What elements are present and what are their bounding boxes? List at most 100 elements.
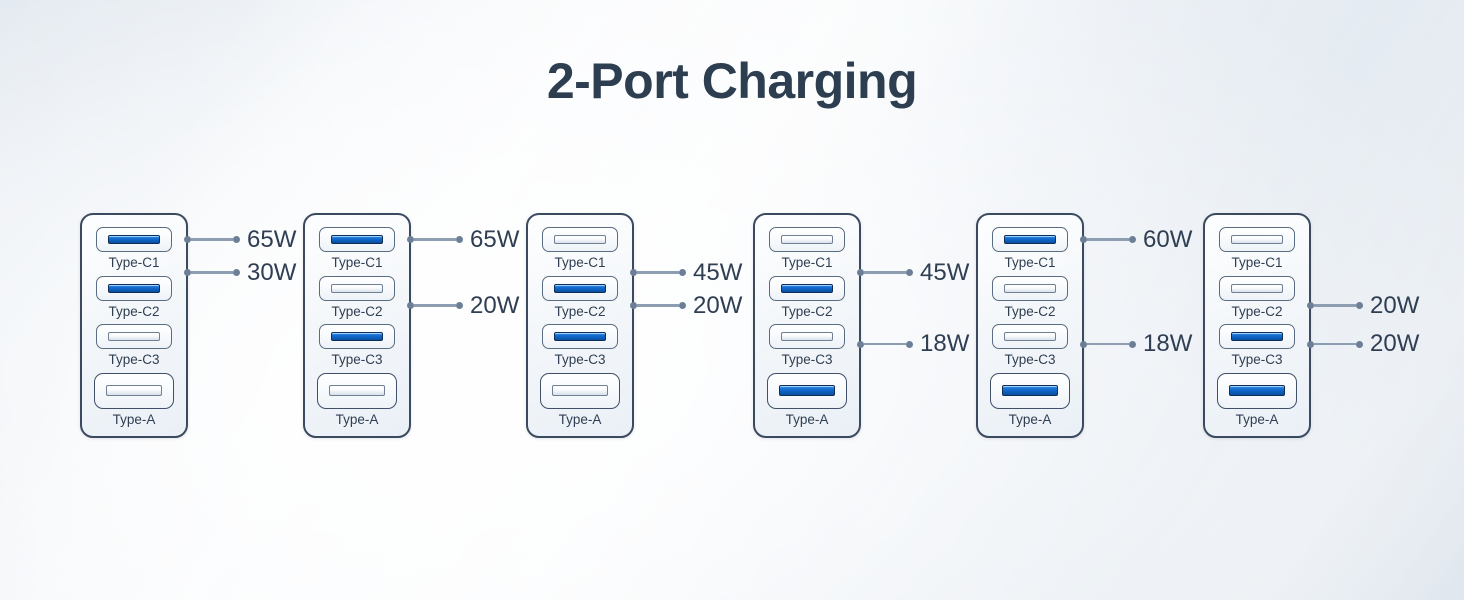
power-callout: 45W [857, 260, 969, 285]
usb-c-port-icon [542, 324, 618, 350]
usb-a-port-icon [767, 372, 847, 409]
usb-c-port-icon [992, 324, 1068, 350]
port-inactive-indicator [331, 283, 383, 293]
power-callout: 65W [184, 227, 296, 252]
usb-c-port-icon [319, 275, 395, 301]
port-group-type-a: Type-A [1205, 372, 1309, 428]
port-active-indicator [1229, 385, 1285, 397]
port-label: Type-A [1235, 411, 1279, 427]
port-active-indicator [331, 332, 383, 342]
power-value: 60W [1143, 225, 1193, 253]
port-label: Type-C2 [554, 303, 606, 319]
port-group-type-c2: Type-C2 [82, 275, 186, 320]
port-group-type-a: Type-A [528, 372, 632, 428]
power-callout: 18W [857, 332, 969, 357]
power-callout: 18W [1080, 332, 1192, 357]
port-group-type-c1: Type-C1 [1205, 227, 1309, 271]
port-inactive-indicator [1004, 332, 1056, 342]
power-value: 20W [470, 291, 520, 319]
port-group-type-c2: Type-C2 [528, 275, 632, 320]
usb-c-port-icon [1219, 227, 1295, 252]
port-group-type-a: Type-A [305, 372, 409, 428]
usb-c-port-icon [992, 227, 1068, 252]
power-callout: 20W [1307, 332, 1419, 357]
port-label: Type-C2 [1231, 303, 1283, 319]
usb-a-port-icon [317, 372, 397, 409]
port-group-type-c1: Type-C1 [978, 227, 1082, 271]
port-inactive-indicator [781, 332, 833, 342]
usb-c-port-icon [769, 275, 845, 301]
power-value: 65W [247, 225, 297, 253]
usb-a-port-icon [540, 372, 620, 409]
power-value: 65W [470, 225, 520, 253]
port-active-indicator [108, 235, 160, 244]
port-active-indicator [781, 283, 833, 293]
power-value: 45W [920, 258, 970, 286]
port-group-type-c2: Type-C2 [305, 275, 409, 320]
port-group-type-c3: Type-C3 [82, 324, 186, 368]
port-inactive-indicator [1231, 283, 1283, 293]
port-label: Type-C2 [331, 303, 383, 319]
usb-a-port-icon [1217, 372, 1297, 409]
callout-dot-icon [906, 340, 913, 348]
port-group-type-a: Type-A [82, 372, 186, 428]
callout-line [637, 304, 679, 307]
usb-c-port-icon [1219, 275, 1295, 301]
port-label: Type-C1 [781, 255, 833, 270]
callout-dot-icon [1356, 340, 1363, 348]
power-value: 20W [693, 291, 743, 319]
port-label: Type-C1 [554, 255, 606, 270]
usb-c-port-icon [96, 227, 172, 252]
port-label: Type-C2 [1004, 303, 1056, 319]
callout-dot-icon [679, 269, 686, 276]
power-callout: 60W [1080, 227, 1192, 252]
port-active-indicator [1231, 332, 1283, 342]
port-inactive-indicator [781, 235, 833, 244]
callout-dot-icon [233, 269, 240, 276]
usb-c-port-icon [96, 324, 172, 350]
usb-c-port-icon [992, 275, 1068, 301]
port-label: Type-C1 [331, 255, 383, 270]
port-group-type-c1: Type-C1 [755, 227, 859, 271]
port-active-indicator [108, 283, 160, 293]
port-group-type-c1: Type-C1 [528, 227, 632, 271]
port-inactive-indicator [108, 332, 160, 342]
port-inactive-indicator [554, 235, 606, 244]
port-inactive-indicator [1231, 235, 1283, 244]
port-label: Type-C3 [1231, 352, 1283, 368]
power-callout: 20W [1307, 293, 1419, 318]
usb-c-port-icon [542, 227, 618, 252]
port-label: Type-C3 [1004, 352, 1056, 368]
callout-dot-icon [1129, 236, 1136, 243]
power-callout: 45W [630, 260, 742, 285]
power-value: 18W [920, 330, 970, 357]
usb-c-port-icon [769, 324, 845, 350]
power-callout: 20W [630, 293, 742, 318]
port-group-type-c2: Type-C2 [1205, 275, 1309, 320]
usb-c-port-icon [542, 275, 618, 301]
port-label: Type-A [785, 411, 829, 427]
power-value: 20W [1370, 330, 1420, 357]
callout-line [191, 238, 233, 241]
port-inactive-indicator [106, 385, 162, 397]
port-group-type-c3: Type-C3 [528, 324, 632, 368]
power-value: 30W [247, 258, 297, 286]
callout-line [864, 271, 906, 274]
port-label: Type-C1 [1231, 255, 1283, 270]
callout-dot-icon [906, 269, 913, 276]
callout-dot-icon [1129, 340, 1136, 348]
port-label: Type-A [112, 411, 156, 427]
power-value: 45W [693, 258, 743, 286]
port-inactive-indicator [552, 385, 608, 397]
port-label: Type-A [335, 411, 379, 427]
port-group-type-c2: Type-C2 [755, 275, 859, 320]
port-label: Type-C2 [781, 303, 833, 319]
port-label: Type-A [558, 411, 602, 427]
callout-dot-icon [679, 302, 686, 309]
port-label: Type-C1 [108, 255, 160, 270]
port-active-indicator [554, 332, 606, 342]
